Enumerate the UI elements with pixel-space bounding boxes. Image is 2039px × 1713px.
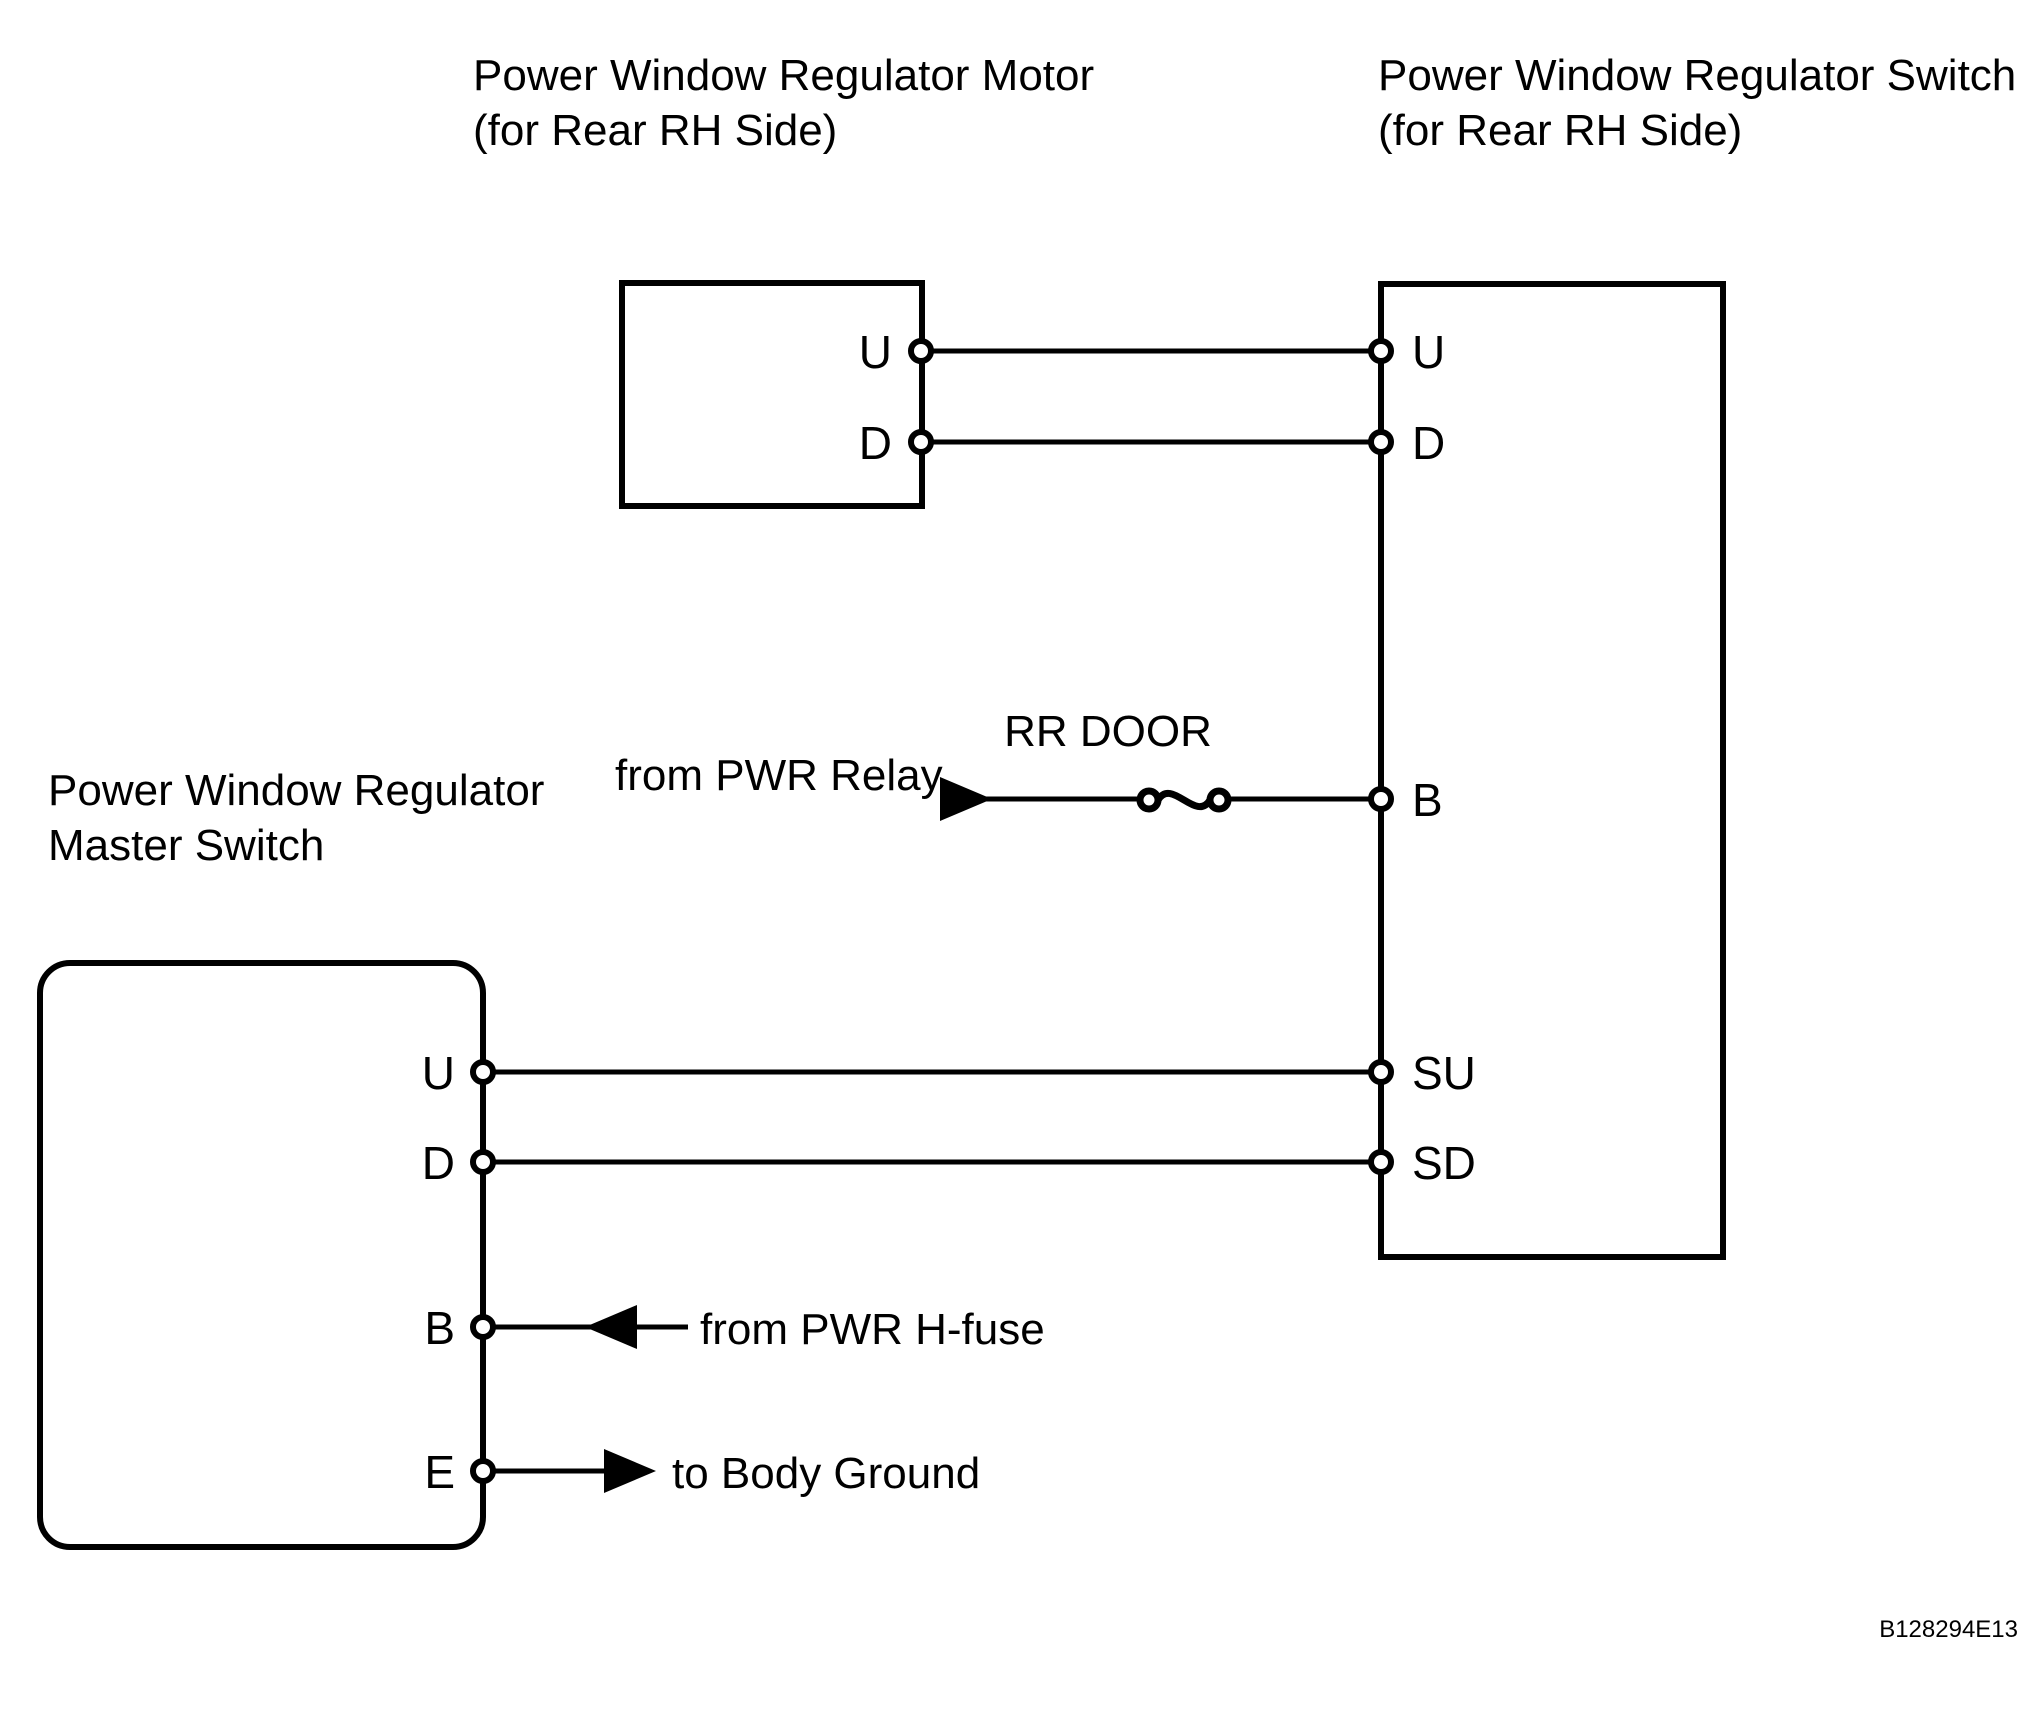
- switch-terminal-d: D: [1368, 417, 1445, 469]
- master-switch-terminal-e: E: [424, 1446, 496, 1498]
- master-switch-terminal-b-node: [470, 1314, 496, 1340]
- master-switch-box: [37, 960, 486, 1550]
- rr-door-fuse-symbol: [1136, 787, 1232, 813]
- to-body-ground-label: to Body Ground: [672, 1449, 980, 1498]
- figure-code: B128294E13: [1879, 1616, 2018, 1643]
- motor-title-line1: Power Window Regulator Motor: [473, 51, 1094, 100]
- master-switch-terminal-b: B: [424, 1302, 496, 1354]
- switch-box: [1378, 281, 1726, 1260]
- switch-terminal-u-node: [1368, 338, 1394, 364]
- motor-terminal-d-label: D: [859, 417, 892, 469]
- switch-title-line2: (for Rear RH Side): [1378, 106, 1742, 155]
- master-switch-terminal-d-label: D: [422, 1137, 455, 1189]
- from-pwr-relay-label: from PWR Relay: [615, 751, 943, 800]
- pwr-hfuse-arrowhead-icon: [585, 1305, 637, 1349]
- motor-terminal-u-label: U: [859, 326, 892, 378]
- switch-terminal-su-node: [1368, 1059, 1394, 1085]
- master-switch-title: Power Window Regulator Master Switch: [48, 766, 544, 870]
- switch-terminal-u-label: U: [1412, 326, 1445, 378]
- motor-terminal-u-node: [908, 338, 934, 364]
- switch-terminal-d-node: [1368, 429, 1394, 455]
- switch-title: Power Window Regulator Switch (for Rear …: [1378, 51, 2016, 155]
- motor-title-line2: (for Rear RH Side): [473, 106, 837, 155]
- switch-terminal-su: SU: [1368, 1047, 1476, 1099]
- master-switch-terminal-u-node: [470, 1059, 496, 1085]
- motor-box: [619, 280, 925, 509]
- switch-terminal-d-label: D: [1412, 417, 1445, 469]
- body-ground-arrowhead-icon: [604, 1449, 656, 1493]
- switch-terminal-b-label: B: [1412, 774, 1443, 826]
- master-switch-terminal-d-node: [470, 1149, 496, 1175]
- master-switch-title-line1: Power Window Regulator: [48, 766, 544, 815]
- master-switch-title-line2: Master Switch: [48, 821, 324, 870]
- pwr-relay-arrowhead-icon: [940, 777, 992, 821]
- switch-terminal-b-node: [1368, 786, 1394, 812]
- switch-terminal-sd-label: SD: [1412, 1137, 1476, 1189]
- switch-terminal-sd-node: [1368, 1149, 1394, 1175]
- master-switch-terminal-d: D: [422, 1137, 496, 1189]
- motor-terminal-u: U: [859, 326, 934, 378]
- rr-door-fuse-label: RR DOOR: [1004, 707, 1212, 756]
- master-switch-terminal-e-node: [470, 1458, 496, 1484]
- switch-terminal-u: U: [1368, 326, 1445, 378]
- motor-terminal-d: D: [859, 417, 934, 469]
- master-switch-terminal-u-label: U: [422, 1047, 455, 1099]
- switch-terminal-sd: SD: [1368, 1137, 1476, 1189]
- master-switch-terminal-u: U: [422, 1047, 496, 1099]
- switch-terminal-b: B: [1368, 774, 1443, 826]
- motor-terminal-d-node: [908, 429, 934, 455]
- master-switch-terminal-e-label: E: [424, 1446, 455, 1498]
- switch-terminal-su-label: SU: [1412, 1047, 1476, 1099]
- motor-title: Power Window Regulator Motor (for Rear R…: [473, 51, 1094, 155]
- switch-title-line1: Power Window Regulator Switch: [1378, 51, 2016, 100]
- master-switch-terminal-b-label: B: [424, 1302, 455, 1354]
- from-pwr-hfuse-label: from PWR H-fuse: [700, 1305, 1045, 1354]
